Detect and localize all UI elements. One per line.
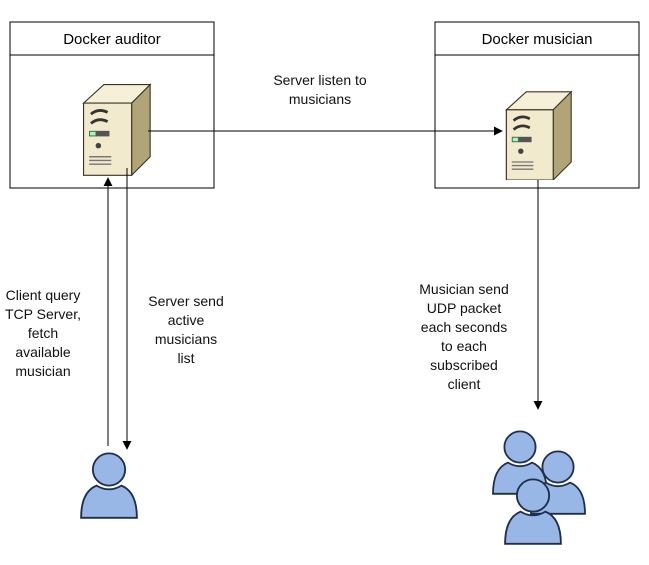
client-user-icon (79, 452, 139, 519)
musician-server-icon (505, 90, 573, 180)
musician-send-label: Musician send UDP packet each seconds to… (419, 281, 509, 392)
server-listen-label: Server listen to musicians (273, 72, 367, 107)
docker-musician-title: Docker musician (482, 31, 593, 48)
auditor-server-icon (82, 83, 152, 176)
client-query-label: Client query TCP Server, fetch available… (5, 287, 81, 379)
server-send-label: Server send active musicians list (148, 293, 224, 366)
docker-auditor-title: Docker auditor (63, 31, 161, 48)
client-group-user-group-icon (491, 430, 587, 545)
